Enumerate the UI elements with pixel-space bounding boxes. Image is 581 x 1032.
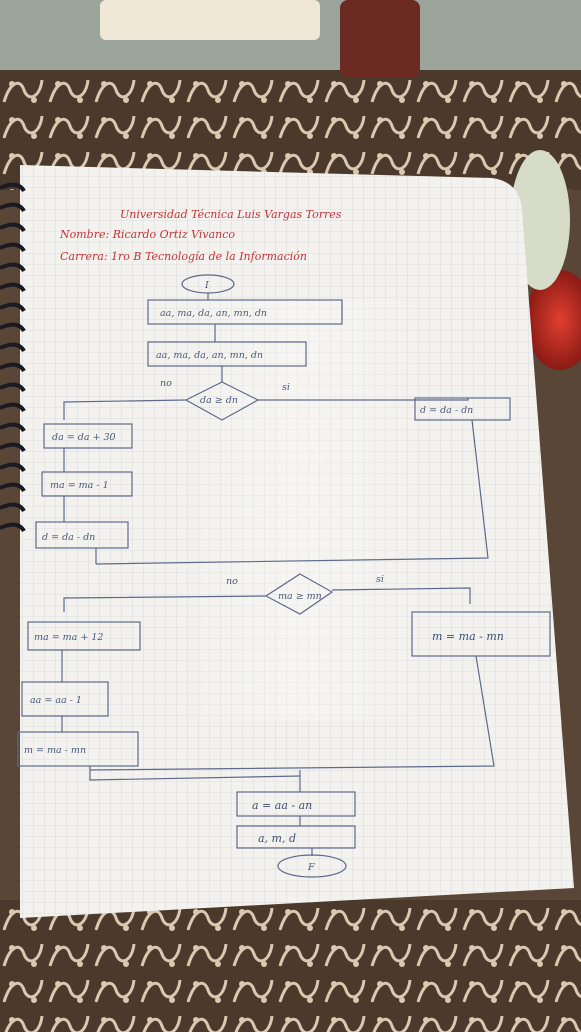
no-1-step-2-label: ma = ma - 1	[50, 480, 109, 491]
header-name: Nombre: Ricardo Ortiz Vivanco	[59, 228, 235, 241]
input-label: aa, ma, da, an, mn, dn	[160, 308, 267, 319]
tablecloth-bottom	[0, 900, 581, 1032]
spiral-coil	[0, 262, 26, 273]
spiral-coil	[0, 362, 26, 373]
spiral-coil	[0, 482, 26, 493]
yes-2-label: m = ma - mn	[432, 630, 504, 643]
spiral-coil	[0, 302, 26, 313]
decision-1-label: da ≥ dn	[200, 395, 238, 406]
header-university: Universidad Técnica Luis Vargas Torres	[120, 208, 342, 221]
spiral-coil	[0, 382, 26, 393]
decision-1-yes: si	[282, 382, 290, 393]
light-glare	[180, 300, 420, 720]
flowchart: I aa, ma, da, an, mn, dn aa, ma, da, an,…	[17, 274, 551, 878]
end-label: F	[307, 862, 315, 873]
spiral-coil	[0, 402, 26, 413]
flower-decoration	[526, 270, 581, 370]
jar-object	[100, 0, 320, 40]
spiral-coil	[0, 502, 26, 513]
spiral-coil	[0, 282, 26, 293]
input-box	[147, 299, 343, 325]
no-1-step-1-label: da = da + 30	[52, 432, 116, 443]
yes-2-box	[411, 611, 551, 657]
spiral-coil	[0, 522, 26, 533]
header-career: Carrera: 1ro B Tecnología de la Informac…	[60, 250, 307, 263]
decision-2-yes: si	[376, 574, 384, 585]
read-label: aa, ma, da, an, mn, dn	[156, 350, 263, 361]
decision-2-label: ma ≥ mn	[278, 591, 322, 602]
no-2-step-2	[21, 681, 109, 717]
decision-2-diamond	[264, 573, 334, 615]
decision-2-no: no	[226, 576, 238, 587]
output-label: a, m, d	[258, 832, 296, 845]
yes-1-box	[414, 397, 511, 421]
spiral-coil	[0, 342, 26, 353]
red-jar-object	[340, 0, 420, 78]
no-2-step-1-label: ma = ma + 12	[34, 632, 103, 643]
spiral-coil	[0, 322, 26, 333]
no-1-step-3	[35, 521, 129, 549]
years-label: a = aa - an	[252, 799, 312, 812]
read-box	[147, 341, 307, 367]
no-1-step-2	[41, 471, 133, 497]
spiral-coil	[0, 222, 26, 233]
spiral-coil	[0, 442, 26, 453]
end-terminator	[277, 854, 347, 878]
spiral-coil	[0, 182, 26, 193]
no-2-step-2-label: aa = aa - 1	[30, 695, 82, 706]
spiral-coil	[0, 422, 26, 433]
no-2-step-3-label: m = ma - mn	[24, 745, 86, 756]
no-1-step-3-label: d = da - dn	[42, 532, 95, 543]
spiral-coil	[0, 202, 26, 213]
spiral-coil	[0, 462, 26, 473]
output-box	[236, 825, 356, 849]
no-2-step-3	[17, 731, 139, 767]
no-2-step-1	[27, 621, 141, 651]
spiral-binding	[0, 182, 26, 533]
no-1-step-1	[43, 423, 133, 449]
years-box	[236, 791, 356, 817]
decision-1-diamond	[184, 381, 260, 421]
decision-1-no: no	[160, 378, 172, 389]
yes-1-label: d = da - dn	[420, 405, 473, 416]
start-label: I	[204, 280, 209, 291]
spiral-coil	[0, 242, 26, 253]
